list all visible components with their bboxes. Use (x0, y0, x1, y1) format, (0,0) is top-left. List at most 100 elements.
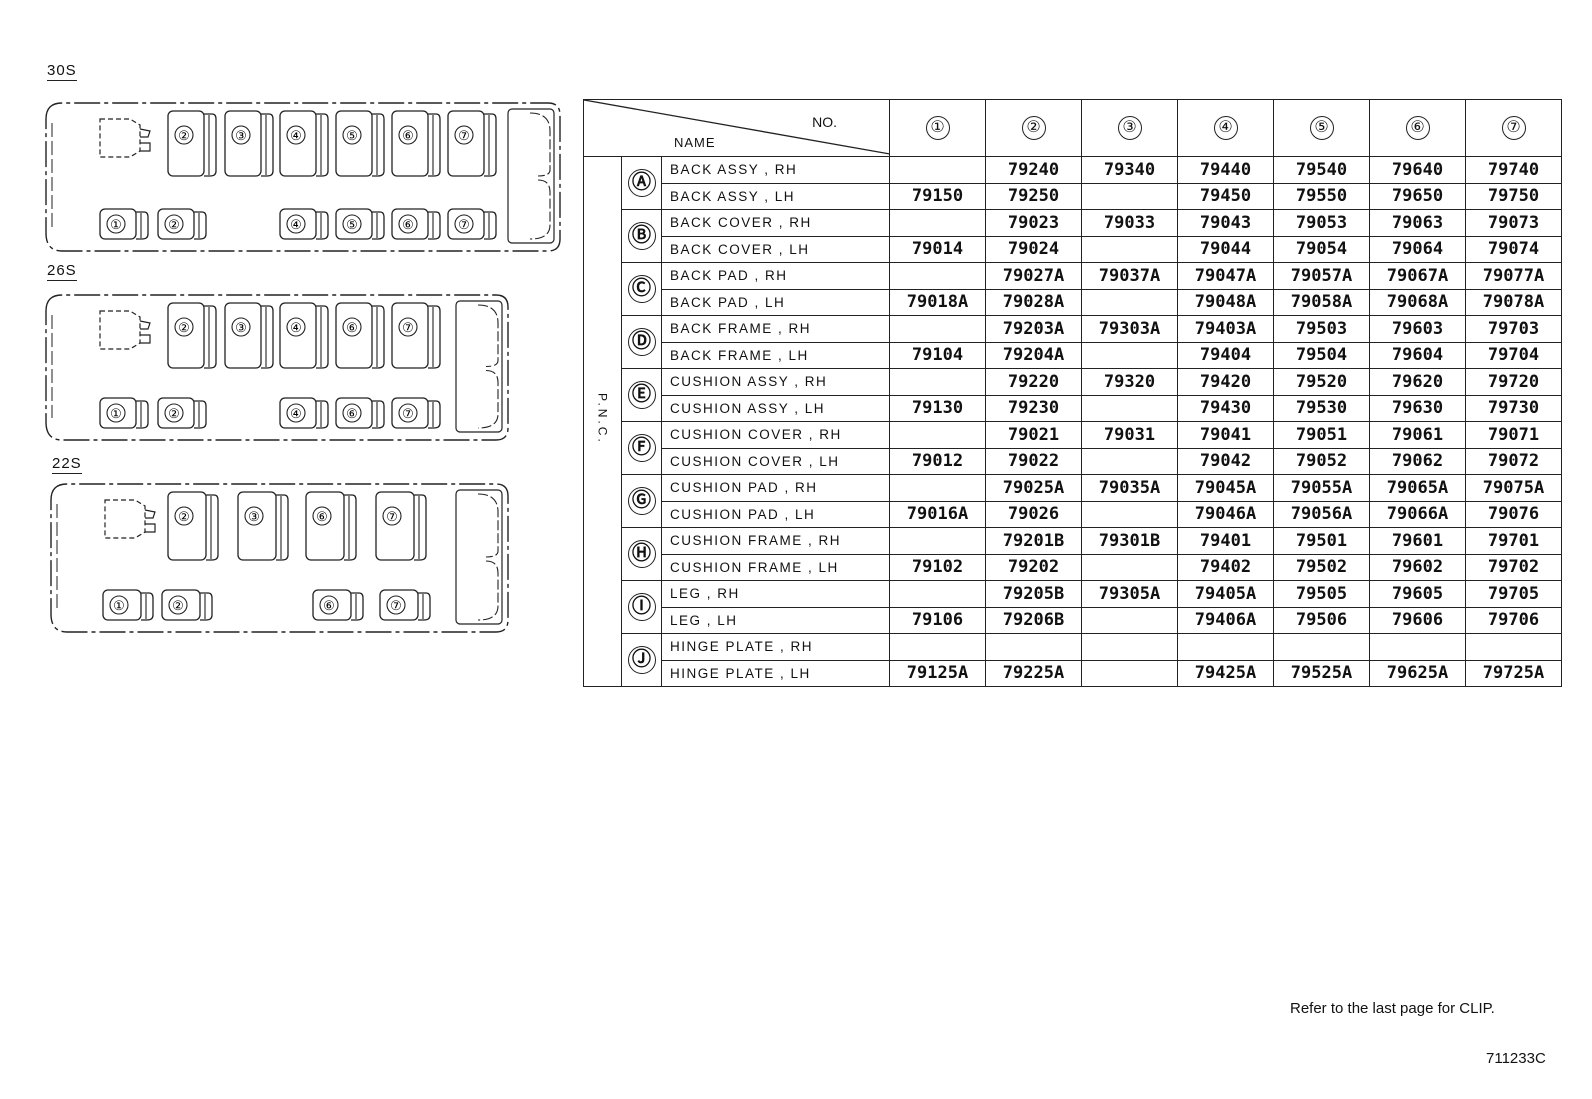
group-letter-cell: Ⓙ (621, 633, 662, 687)
part-number-cell: 79730 (1465, 394, 1562, 422)
part-number-cell (1177, 633, 1274, 661)
part-name: BACK FRAME , LH (661, 341, 890, 369)
part-number-cell: 79320 (1081, 368, 1178, 396)
driver-seat (104, 499, 156, 539)
bus-outline (50, 483, 509, 633)
seat: ① (99, 208, 149, 240)
part-number-cell: 79750 (1465, 182, 1562, 210)
group-letter: Ⓙ (627, 646, 656, 674)
seat: ② (161, 589, 213, 621)
part-number-cell (1081, 500, 1178, 528)
part-number-cell: 79026 (985, 500, 1082, 528)
part-number-cell (1081, 341, 1178, 369)
part-number-cell: 79201B (985, 527, 1082, 555)
seat-number: ① (110, 406, 122, 421)
part-number-cell (1081, 394, 1178, 422)
part-number-cell: 79071 (1465, 421, 1562, 449)
part-name: CUSHION FRAME , RH (661, 527, 890, 555)
seat-number: ⑤ (346, 128, 358, 143)
group-letter: Ⓐ (627, 169, 656, 197)
part-number-cell (889, 474, 986, 502)
seat-number: ② (172, 598, 184, 613)
seat-number: ⑦ (390, 598, 402, 613)
seat: ② (167, 110, 217, 177)
seat-number: ④ (290, 406, 302, 421)
seat-number: ② (168, 406, 180, 421)
part-number-cell: 79230 (985, 394, 1082, 422)
seat: ⑥ (312, 589, 364, 621)
part-number-cell: 79044 (1177, 235, 1274, 263)
part-number-cell: 79725A (1465, 659, 1562, 687)
part-number-cell: 79602 (1369, 553, 1466, 581)
seat: ⑥ (335, 397, 385, 429)
group-letter: Ⓕ (627, 434, 656, 462)
part-number-cell: 79022 (985, 447, 1082, 475)
column-header-4: ④ (1177, 99, 1274, 157)
part-number-cell: 79037A (1081, 262, 1178, 290)
seat-number: ③ (248, 509, 260, 524)
column-header-6: ⑥ (1369, 99, 1466, 157)
seat: ④ (279, 110, 329, 177)
part-number-cell: 79058A (1273, 288, 1370, 316)
part-number-cell: 79305A (1081, 580, 1178, 608)
part-number-cell: 79620 (1369, 368, 1466, 396)
part-number-cell: 79601 (1369, 527, 1466, 555)
part-number-cell: 79301B (1081, 527, 1178, 555)
part-number-cell: 79703 (1465, 315, 1562, 343)
part-number-cell: 79640 (1369, 156, 1466, 184)
seat: ⑦ (375, 491, 427, 561)
part-number-cell: 79125A (889, 659, 986, 687)
part-number-cell: 79052 (1273, 447, 1370, 475)
part-number-cell: 79054 (1273, 235, 1370, 263)
group-letter-cell: Ⓗ (621, 527, 662, 581)
header-no-label: NO. (812, 114, 837, 130)
column-header-5: ⑤ (1273, 99, 1370, 157)
part-number-cell: 79625A (1369, 659, 1466, 687)
part-number-cell: 79701 (1465, 527, 1562, 555)
seat: ④ (279, 208, 329, 240)
driver-seat (99, 310, 151, 350)
part-number-cell: 79041 (1177, 421, 1274, 449)
part-number-cell: 79064 (1369, 235, 1466, 263)
part-number-cell: 79075A (1465, 474, 1562, 502)
part-number-cell: 79705 (1465, 580, 1562, 608)
part-number-cell: 79303A (1081, 315, 1178, 343)
part-name: BACK ASSY , RH (661, 156, 890, 184)
seat-number: ⑥ (346, 320, 358, 335)
part-number-cell: 79028A (985, 288, 1082, 316)
seat-number: ⑥ (346, 406, 358, 421)
part-number-cell: 79033 (1081, 209, 1178, 237)
part-number-cell: 79603 (1369, 315, 1466, 343)
part-number-cell: 79204A (985, 341, 1082, 369)
part-number-cell: 79203A (985, 315, 1082, 343)
seat: ② (157, 397, 207, 429)
seat: ③ (237, 491, 289, 561)
seat: ① (102, 589, 154, 621)
part-number-cell (889, 368, 986, 396)
part-number-cell: 79018A (889, 288, 986, 316)
seat: ④ (279, 302, 329, 369)
part-name: BACK COVER , RH (661, 209, 890, 237)
part-number-cell: 79150 (889, 182, 986, 210)
driver-seat (99, 118, 151, 158)
seat: ③ (224, 110, 274, 177)
rear-bench-seat (455, 489, 503, 625)
part-number-cell: 79540 (1273, 156, 1370, 184)
part-number-cell: 79130 (889, 394, 986, 422)
part-number-cell: 79630 (1369, 394, 1466, 422)
seat: ⑦ (391, 302, 441, 369)
part-number-cell: 79063 (1369, 209, 1466, 237)
part-number-cell: 79106 (889, 606, 986, 634)
part-number-cell (1369, 633, 1466, 661)
part-number-cell (985, 633, 1082, 661)
